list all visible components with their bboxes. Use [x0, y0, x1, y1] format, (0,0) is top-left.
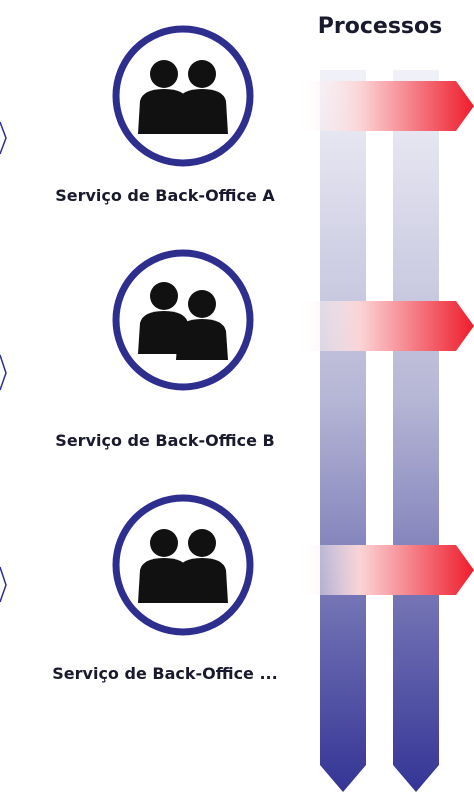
process-arrow-icon [300, 81, 474, 131]
service-node-a [112, 25, 254, 167]
process-column-left [320, 70, 366, 792]
process-arrow-icon [300, 301, 474, 351]
people-group-icon [138, 282, 228, 360]
processes-title: Processos [317, 14, 443, 39]
service-label-a: Serviço de Back-Office A [55, 186, 275, 205]
service-label-b: Serviço de Back-Office B [55, 431, 275, 450]
people-group-icon [138, 529, 228, 603]
process-arrow-icon [300, 545, 474, 595]
people-group-icon [138, 60, 228, 134]
side-marker [0, 121, 7, 155]
service-node-b [112, 249, 254, 391]
service-label-c: Serviço de Back-Office ... [52, 664, 278, 683]
side-marker [0, 566, 7, 603]
process-column-right [393, 70, 439, 792]
side-marker [0, 354, 7, 391]
service-node-c [112, 494, 254, 636]
